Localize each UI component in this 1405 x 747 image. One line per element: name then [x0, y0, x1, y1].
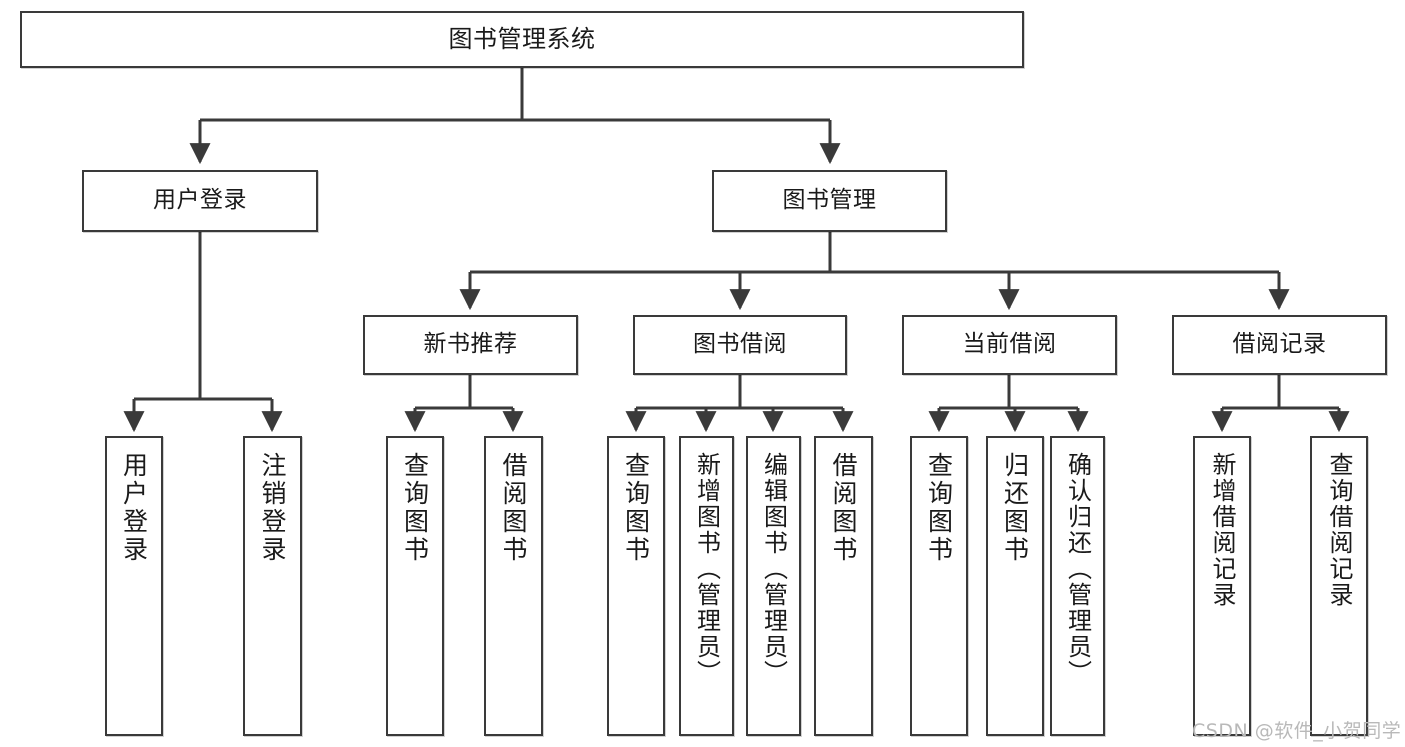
node-leaf-12-label: 查询借阅记录 [1325, 452, 1353, 608]
node-root-label: 图书管理系统 [448, 25, 596, 54]
node-level2-0-label: 用户登录 [153, 187, 247, 214]
node-leaf-7[interactable]: 借阅图书 [814, 436, 873, 736]
node-leaf-6-label: 编辑图书（管理员） [759, 452, 788, 686]
node-level2-1-label: 图书管理 [782, 187, 877, 214]
node-leaf-12[interactable]: 查询借阅记录 [1310, 436, 1368, 736]
node-leaf-11[interactable]: 新增借阅记录 [1193, 436, 1251, 736]
node-leaf-5-label: 新增图书（管理员） [692, 452, 721, 686]
node-leaf-1-label: 注销登录 [258, 452, 287, 564]
node-leaf-9-label: 归还图书 [1000, 452, 1030, 564]
node-leaf-3-label: 借阅图书 [499, 452, 528, 564]
node-level2-0[interactable]: 用户登录 [82, 170, 318, 232]
watermark-text: CSDN @软件_小贺同学 [1192, 720, 1402, 742]
node-leaf-8-label: 查询图书 [924, 452, 954, 564]
node-leaf-4[interactable]: 查询图书 [607, 436, 665, 736]
node-leaf-9[interactable]: 归还图书 [986, 436, 1044, 736]
node-leaf-10-label: 确认归还（管理员） [1063, 452, 1092, 686]
node-leaf-11-label: 新增借阅记录 [1208, 452, 1236, 608]
node-leaf-2[interactable]: 查询图书 [386, 436, 444, 736]
node-leaf-0-label: 用户登录 [119, 452, 149, 564]
node-leaf-6[interactable]: 编辑图书（管理员） [746, 436, 801, 736]
node-level3-2[interactable]: 当前借阅 [902, 315, 1117, 375]
node-level3-3-label: 借阅记录 [1232, 331, 1327, 358]
node-leaf-1[interactable]: 注销登录 [243, 436, 302, 736]
node-level3-2-label: 当前借阅 [962, 331, 1057, 358]
node-leaf-2-label: 查询图书 [400, 452, 430, 564]
node-leaf-5[interactable]: 新增图书（管理员） [679, 436, 734, 736]
node-level3-1[interactable]: 图书借阅 [633, 315, 847, 375]
node-leaf-0[interactable]: 用户登录 [105, 436, 163, 736]
node-level2-1[interactable]: 图书管理 [712, 170, 947, 232]
node-level3-0[interactable]: 新书推荐 [363, 315, 578, 375]
node-level3-3[interactable]: 借阅记录 [1172, 315, 1387, 375]
node-leaf-10[interactable]: 确认归还（管理员） [1050, 436, 1105, 736]
node-level3-1-label: 图书借阅 [693, 331, 787, 358]
node-level3-0-label: 新书推荐 [423, 331, 518, 358]
node-leaf-8[interactable]: 查询图书 [910, 436, 968, 736]
node-leaf-7-label: 借阅图书 [829, 452, 858, 564]
node-root[interactable]: 图书管理系统 [20, 11, 1024, 68]
node-leaf-4-label: 查询图书 [621, 452, 651, 564]
node-leaf-3[interactable]: 借阅图书 [484, 436, 543, 736]
